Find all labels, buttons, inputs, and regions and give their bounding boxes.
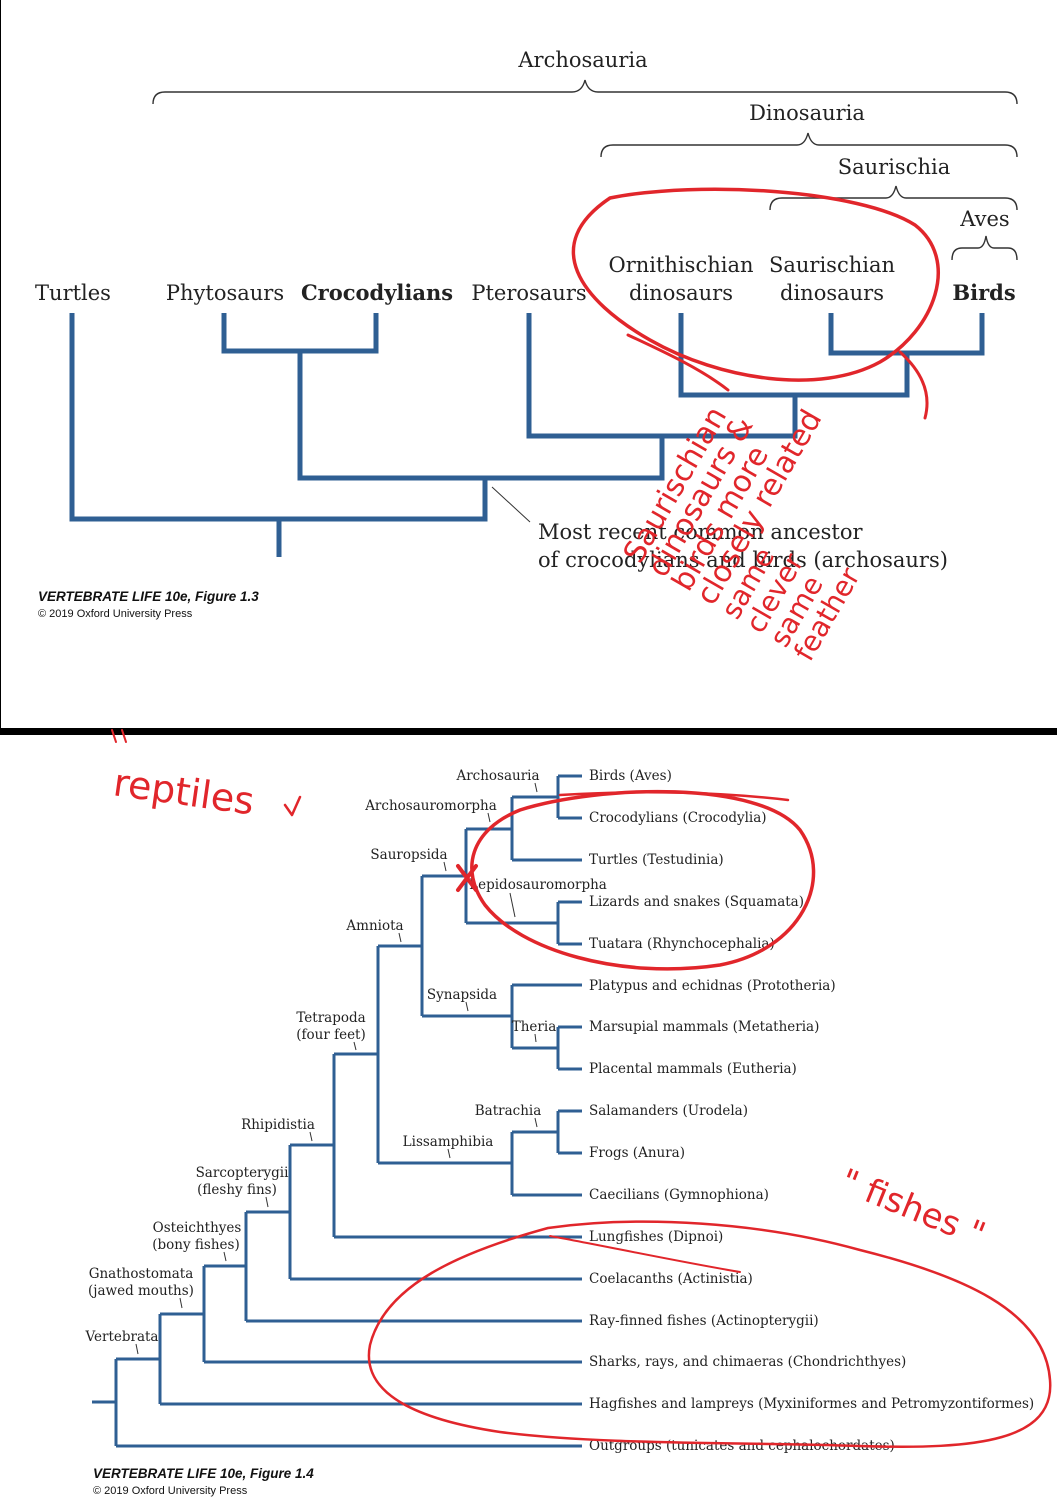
branch-pterosaurs-dinosaurs xyxy=(526,313,798,439)
label-batrachia: Batrachia xyxy=(475,1103,542,1119)
tip-label: Caecilians (Gymnophiona) xyxy=(589,1187,769,1203)
taxon-phytosaurs: Phytosaurs xyxy=(166,281,284,305)
branch-saurischian-birds xyxy=(828,313,985,356)
tip-label: Lizards and snakes (Squamata) xyxy=(589,894,804,910)
label-synapsida: Synapsida xyxy=(427,987,497,1003)
tree-1-4-node-labels: Archosauria Archosauromorpha Sauropsida … xyxy=(85,768,607,1355)
label-sarcopterygii-line1: Sarcopterygii xyxy=(196,1165,290,1181)
dinosauria-brace xyxy=(600,132,1018,158)
ink-circle-fishes xyxy=(367,1220,1052,1449)
taxon-birds: Birds xyxy=(952,280,1015,305)
tip-label: Lungfishes (Dipnoi) xyxy=(589,1229,723,1245)
tip-label: Turtles (Testudinia) xyxy=(589,852,724,868)
branch-phytosaurs-crocodylians xyxy=(221,313,379,354)
ink-check xyxy=(283,795,302,817)
label-archosauromorpha: Archosauromorpha xyxy=(364,798,497,814)
ink-stroke xyxy=(898,350,929,420)
ink-x-mark xyxy=(456,864,478,892)
taxon-crocodylians: Crocodylians xyxy=(301,280,453,305)
taxon-turtles: Turtles xyxy=(35,281,111,305)
archosauria-brace xyxy=(152,79,1018,105)
saurischia-brace xyxy=(769,185,1018,211)
clade-dinosauria: Dinosauria xyxy=(749,101,865,125)
taxon-saurischian-line2: dinosaurs xyxy=(780,281,884,305)
mrca-label-line2: of crocodylians and birds (archosaurs) xyxy=(538,548,948,572)
label-amniota: Amniota xyxy=(345,918,403,934)
ink-fishes: " fishes " xyxy=(835,1161,991,1255)
label-rhipidistia: Rhipidistia xyxy=(241,1117,315,1133)
aves-brace xyxy=(951,235,1018,261)
tip-label: Ray-finned fishes (Actinopterygii) xyxy=(589,1313,819,1329)
figure-1-4: Archosauria Archosauromorpha Sauropsida … xyxy=(85,768,1035,1497)
ink-stroke xyxy=(549,1235,741,1273)
mrca-pointer xyxy=(491,486,531,523)
label-tetrapoda-line2: (four feet) xyxy=(296,1027,366,1043)
tip-label: Coelacanths (Actinistia) xyxy=(589,1271,753,1287)
branch-root-turtles xyxy=(69,313,488,522)
label-osteichthyes-line1: Osteichthyes xyxy=(153,1220,242,1236)
label-theria: Theria xyxy=(512,1019,557,1035)
label-archosauria: Archosauria xyxy=(455,768,539,784)
label-vertebrata: Vertebrata xyxy=(85,1329,159,1345)
taxon-ornithischian-line1: Ornithischian xyxy=(608,253,753,277)
tip-label: Tuatara (Rhynchocephalia) xyxy=(589,936,775,952)
ink-stroke xyxy=(558,791,790,802)
tip-label: Platypus and echidnas (Prototheria) xyxy=(589,978,836,994)
label-gnathostomata-line1: Gnathostomata xyxy=(89,1266,194,1282)
tip-label: Birds (Aves) xyxy=(589,768,672,784)
label-tetrapoda-line1: Tetrapoda xyxy=(296,1010,365,1026)
mrca-label-line1: Most recent common ancestor xyxy=(538,520,863,544)
tip-label: Sharks, rays, and chimaeras (Chondrichth… xyxy=(589,1354,906,1370)
figure-1-3: Archosauria Dinosauria Saurischia Aves T… xyxy=(35,48,1018,620)
caption-1-4-title: VERTEBRATE LIFE 10e, Figure 1.4 xyxy=(93,1466,314,1481)
tip-label: Placental mammals (Eutheria) xyxy=(589,1061,797,1077)
label-sarcopterygii-line2: (fleshy fins) xyxy=(197,1182,277,1198)
clade-aves: Aves xyxy=(959,207,1009,231)
label-gnathostomata-line2: (jawed mouths) xyxy=(88,1283,194,1299)
taxon-pterosaurs: Pterosaurs xyxy=(471,281,586,305)
tip-label: Frogs (Anura) xyxy=(589,1145,685,1161)
label-lepidosauromorpha: Lepidosauromorpha xyxy=(469,877,607,893)
tip-label: Hagfishes and lampreys (Myxiniformes and… xyxy=(589,1396,1034,1412)
ink-stroke xyxy=(626,333,730,392)
tip-label: Salamanders (Urodela) xyxy=(589,1103,748,1119)
clade-archosauria: Archosauria xyxy=(517,48,647,72)
label-osteichthyes-line2: (bony fishes) xyxy=(152,1237,239,1253)
branch-archosauria xyxy=(297,351,665,481)
tip-label: Crocodylians (Crocodylia) xyxy=(589,810,767,826)
tree-1-4-branches xyxy=(92,774,582,1448)
ink-circle-dinosaurs xyxy=(571,187,940,382)
taxon-ornithischian-line2: dinosaurs xyxy=(629,281,733,305)
ink-quote xyxy=(111,729,127,743)
label-sauropsida: Sauropsida xyxy=(370,847,447,863)
caption-1-3-copyright: © 2019 Oxford University Press xyxy=(38,608,193,620)
clade-saurischia: Saurischia xyxy=(838,155,951,179)
label-lissamphibia: Lissamphibia xyxy=(403,1134,494,1150)
ink-note-saurischian: Saurischian dinosaurs & birds more close… xyxy=(617,401,867,667)
ink-reptiles: reptiles xyxy=(111,760,257,823)
taxon-saurischian-line1: Saurischian xyxy=(769,253,895,277)
tree-1-4-tip-labels: Birds (Aves) Crocodylians (Crocodylia) T… xyxy=(589,768,1034,1454)
tip-label: Marsupial mammals (Metatheria) xyxy=(589,1019,819,1035)
caption-1-4-copyright: © 2019 Oxford University Press xyxy=(93,1485,248,1497)
panel-divider xyxy=(0,728,1057,735)
caption-1-3-title: VERTEBRATE LIFE 10e, Figure 1.3 xyxy=(38,589,259,604)
